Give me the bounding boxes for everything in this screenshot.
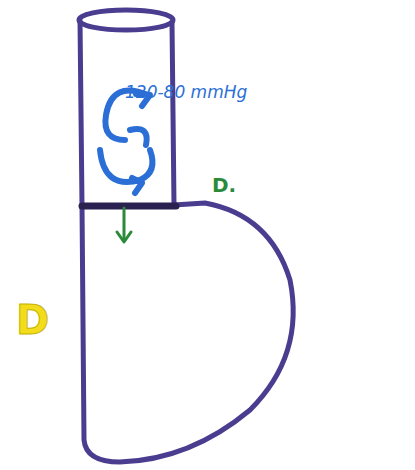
pressure-label: 120-80 mmHg	[125, 84, 247, 101]
letter-label: D	[16, 300, 49, 340]
letter-label: D.	[212, 175, 236, 195]
